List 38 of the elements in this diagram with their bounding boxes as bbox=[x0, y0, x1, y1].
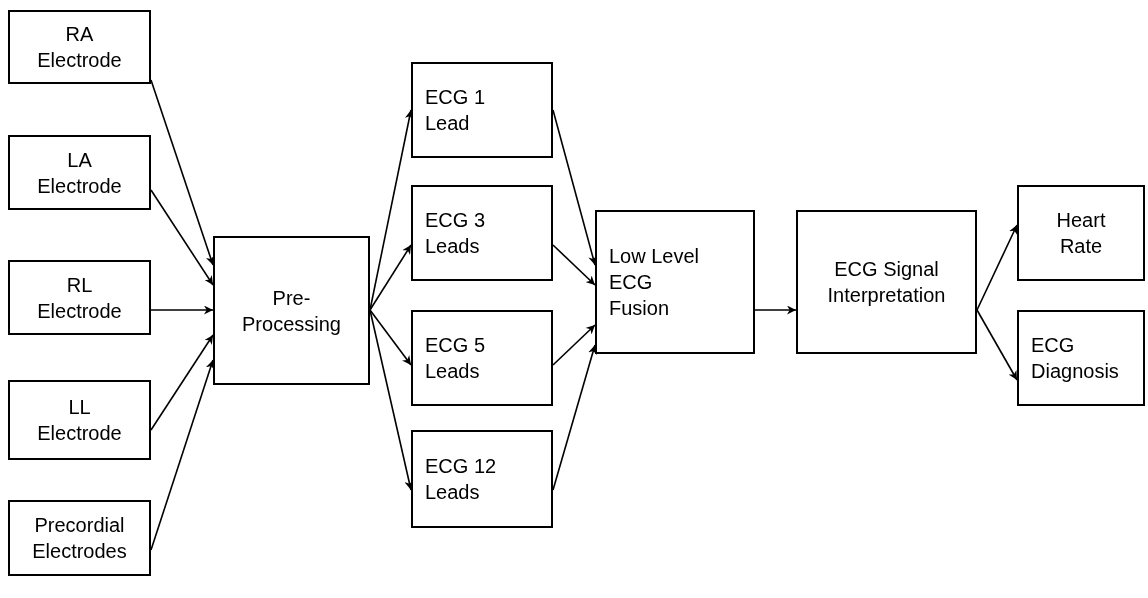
box-label: Pre-Processing bbox=[241, 285, 342, 337]
process-box bbox=[213, 236, 370, 385]
box-label: ECG 5 Leads bbox=[425, 333, 487, 384]
box-label: Heart Rate bbox=[1055, 208, 1107, 259]
process-box bbox=[1017, 310, 1145, 406]
process-box bbox=[411, 310, 553, 406]
box-label: Low Level ECG Fusion bbox=[609, 244, 701, 321]
process-box bbox=[8, 380, 151, 460]
box-label: LL Electrode bbox=[36, 395, 123, 446]
arrow bbox=[369, 309, 412, 366]
box-label: ECG 3 Leads bbox=[425, 208, 487, 259]
box-label: RL Electrode bbox=[36, 272, 123, 324]
box-label: ECG 12 Leads bbox=[425, 454, 498, 505]
arrow bbox=[754, 305, 797, 315]
arrow bbox=[552, 324, 596, 366]
process-box bbox=[8, 135, 151, 210]
process-box bbox=[411, 430, 553, 528]
arrow bbox=[150, 189, 214, 286]
arrow bbox=[369, 244, 412, 311]
process-box bbox=[411, 62, 553, 158]
process-box bbox=[8, 260, 151, 335]
box-label: RA Electrode bbox=[36, 22, 123, 73]
process-box bbox=[8, 10, 151, 84]
arrow bbox=[552, 244, 596, 286]
box-label: ECG Diagnosis bbox=[1031, 333, 1120, 384]
arrow bbox=[976, 309, 1018, 381]
box-label: ECG Signal Interpretation bbox=[826, 257, 947, 308]
arrow bbox=[150, 334, 214, 431]
arrow bbox=[150, 305, 214, 315]
box-label: LA Electrode bbox=[36, 147, 123, 199]
process-box bbox=[8, 500, 151, 576]
process-box bbox=[411, 185, 553, 281]
process-box bbox=[796, 210, 977, 354]
box-label: ECG 1 Lead bbox=[425, 85, 487, 136]
arrow bbox=[976, 224, 1018, 311]
box-label: Precordial Electrodes bbox=[31, 513, 128, 564]
process-box bbox=[1017, 185, 1145, 281]
process-box bbox=[595, 210, 755, 354]
